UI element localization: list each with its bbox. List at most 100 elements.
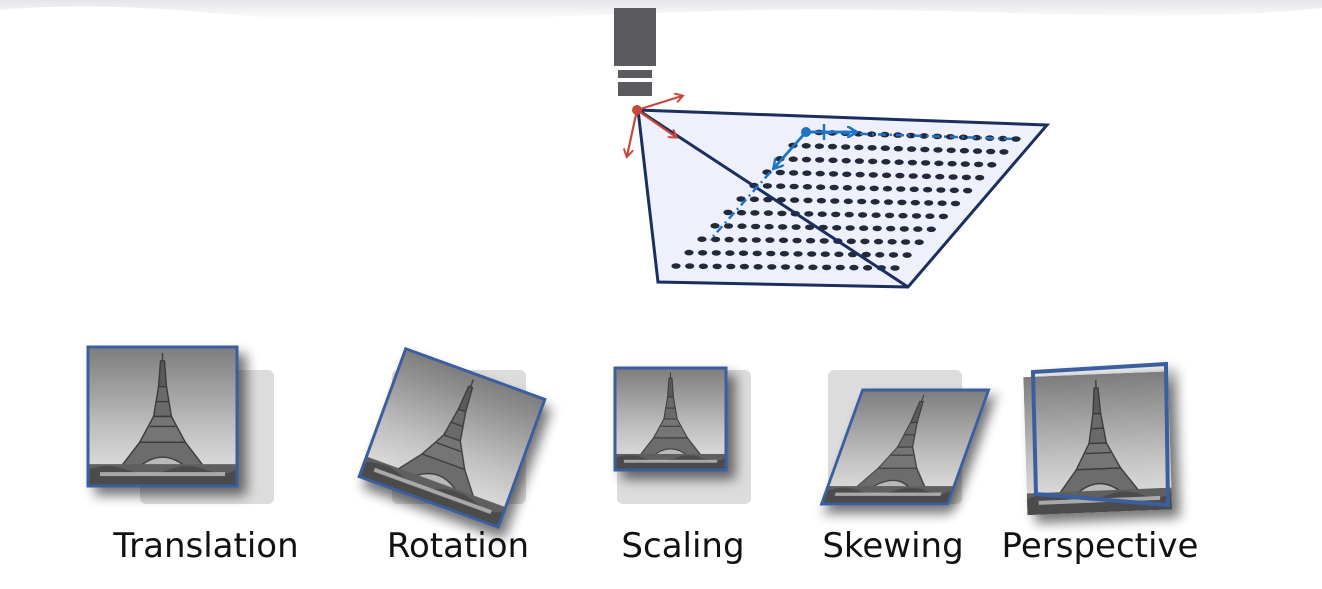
calibration-dot <box>907 159 918 166</box>
calibration-dot <box>832 225 842 231</box>
calibration-dot <box>736 209 747 216</box>
calibration-dot <box>906 132 916 139</box>
calibration-dot <box>684 249 694 256</box>
calibration-dot <box>842 185 853 191</box>
calibration-dot <box>947 160 957 167</box>
calibration-dot <box>711 236 721 243</box>
calibration-dot <box>820 251 830 257</box>
calibration-setup <box>614 8 1051 289</box>
calibration-dot <box>926 226 936 233</box>
board-axes-icon <box>709 124 1017 241</box>
calibration-dot <box>908 173 918 179</box>
calibration-dot <box>914 239 924 245</box>
calibration-dot <box>750 210 760 216</box>
calibration-dot <box>898 212 908 219</box>
eiffel-tower-image <box>1030 361 1171 508</box>
calibration-dot <box>882 172 892 179</box>
label-skewing: Skewing <box>822 526 964 566</box>
calibration-dot <box>860 238 870 245</box>
calibration-dot <box>804 211 814 217</box>
calibration-dot <box>671 263 681 269</box>
calibration-dot <box>779 250 790 257</box>
calibration-dot <box>802 170 812 176</box>
calibration-dot <box>923 186 933 193</box>
calibration-dot <box>907 146 917 152</box>
calibration-dot <box>762 183 773 189</box>
calibration-dot <box>801 143 811 149</box>
calibration-dot <box>948 174 958 180</box>
calibration-dot <box>794 264 804 270</box>
calibration-dot <box>919 133 929 139</box>
calibration-dot <box>937 200 947 206</box>
calibration-dot <box>887 239 897 245</box>
camera-ray-line <box>637 108 909 289</box>
calibration-dot <box>723 209 733 216</box>
calibration-dot <box>765 237 775 243</box>
calibration-dot <box>751 223 761 230</box>
calibration-dot <box>950 200 961 207</box>
calibration-dot <box>802 184 813 190</box>
calibration-dot <box>842 171 852 178</box>
eiffel-tower-image <box>819 388 991 506</box>
calibration-dot <box>854 144 864 151</box>
calibration-dot <box>835 264 845 271</box>
calibration-dot <box>712 263 722 270</box>
calibration-dot <box>788 156 798 162</box>
calibration-dot <box>819 238 829 244</box>
calibration-dot <box>803 197 813 204</box>
calibration-dot <box>938 213 949 220</box>
calibration-dot <box>737 223 747 229</box>
calibration-dot <box>815 157 825 163</box>
calibration-dot <box>869 185 879 192</box>
calibration-dot <box>843 198 853 205</box>
calibration-dot <box>949 187 959 194</box>
calibration-dot <box>999 149 1009 155</box>
calibration-dot <box>815 170 825 177</box>
calibration-dot <box>894 159 904 165</box>
calibration-dot <box>724 236 734 243</box>
calibration-dot <box>933 147 943 153</box>
calibration-dot <box>855 171 865 178</box>
calibration-dot <box>893 145 904 152</box>
calibration-dot <box>936 187 946 193</box>
calibration-dot <box>827 143 838 150</box>
calibration-dot <box>806 237 816 244</box>
calibration-dot <box>739 263 750 270</box>
rotation-illustration <box>357 346 547 530</box>
calibration-dot <box>814 143 825 149</box>
calibration-dot <box>925 213 935 219</box>
calibration-dot <box>871 212 881 218</box>
calibration-dot <box>913 226 923 232</box>
calibration-dot <box>776 183 786 189</box>
calibration-dot <box>790 197 800 203</box>
calibration-plate <box>636 108 1051 289</box>
label-perspective: Perspective <box>1001 526 1199 566</box>
label-scaling: Scaling <box>621 526 745 566</box>
skewing-illustration <box>819 370 991 506</box>
calibration-dot <box>751 237 761 243</box>
calibration-dot <box>801 156 812 163</box>
calibration-dot <box>959 147 970 154</box>
calibration-dot <box>726 263 736 270</box>
calibration-dot <box>792 237 802 244</box>
camera-axes-icon <box>627 96 682 156</box>
calibration-dot <box>808 264 818 271</box>
calibration-dot <box>895 172 905 179</box>
calibration-dot <box>960 161 970 167</box>
calibration-dot <box>972 148 983 154</box>
dot-grid <box>671 129 1021 271</box>
calibration-dot <box>805 224 815 231</box>
eiffel-tower-image <box>86 345 239 488</box>
calibration-dot <box>830 198 840 204</box>
calibration-dot <box>882 185 893 192</box>
calibration-dot <box>789 183 799 190</box>
calibration-dot <box>901 239 911 245</box>
calibration-dot <box>834 251 844 258</box>
calibration-dot <box>766 250 776 257</box>
calibration-dot <box>841 144 851 150</box>
calibration-dot <box>897 199 907 206</box>
calibration-dot <box>934 160 944 167</box>
calibration-dot <box>752 250 762 257</box>
calibration-dot <box>763 210 774 216</box>
